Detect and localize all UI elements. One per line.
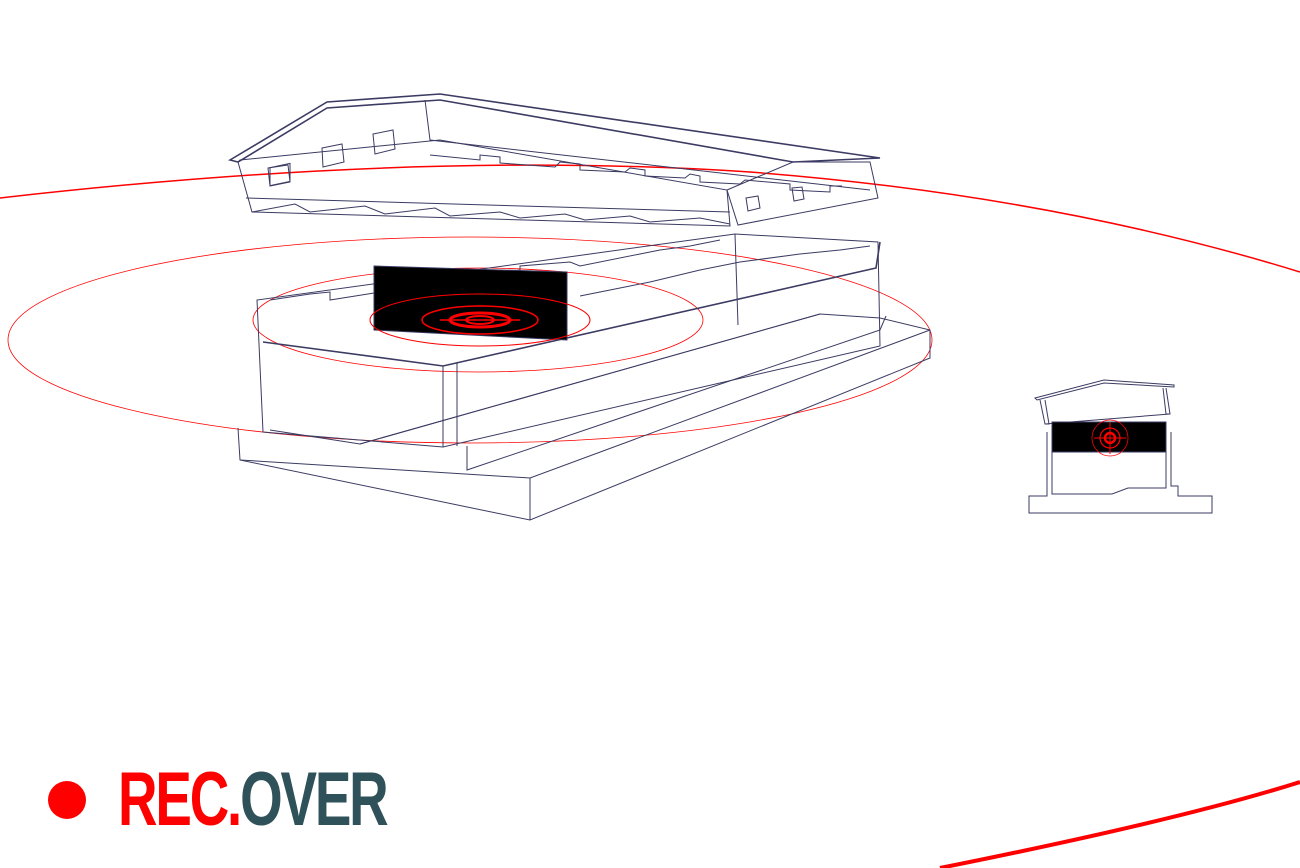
target-reticle [369,293,591,347]
record-dot-icon [48,781,86,819]
section-target-block [1051,421,1167,453]
orbit-arc-top [0,164,1300,273]
orbit-ellipse-medium [252,267,704,373]
logo-wordmark: REC.OVER [118,762,389,838]
section-view [1028,379,1213,514]
orbit-arc-bottom [939,780,1300,868]
recover-logo: REC.OVER [48,762,491,838]
roof-exploded [227,93,881,227]
logo-rec: REC. [118,757,242,842]
walls [237,233,931,521]
logo-over: OVER [240,757,389,842]
target-block [373,265,568,341]
orbit-ellipse-large [7,236,933,444]
